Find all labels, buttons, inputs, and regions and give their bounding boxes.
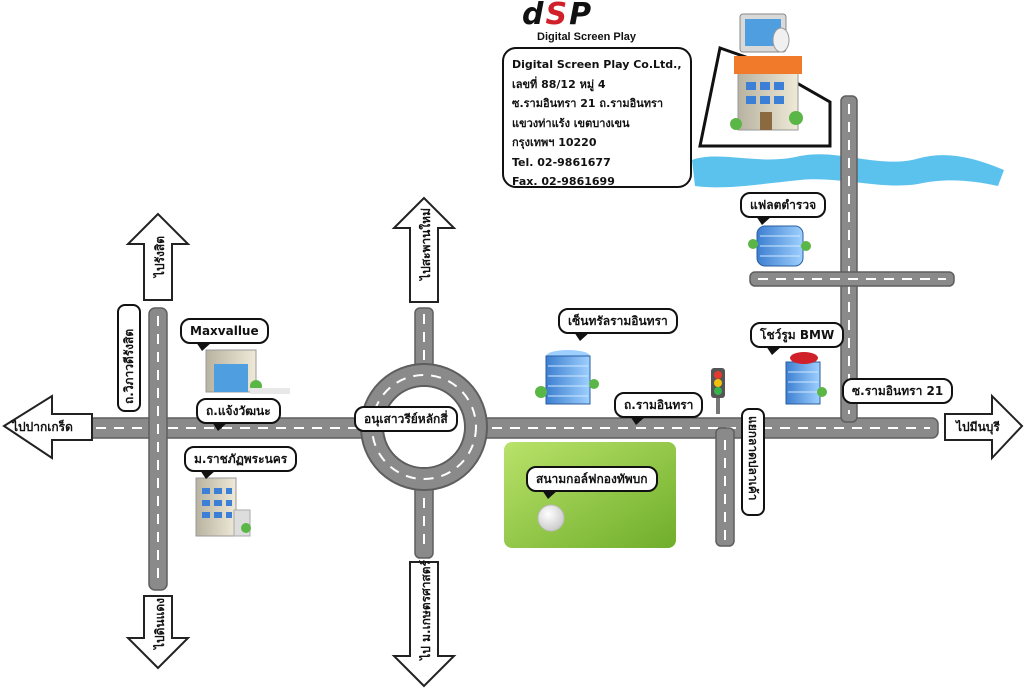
traffic-light-icon (711, 368, 725, 414)
direction-down-left: ไปดินแดง (153, 598, 167, 650)
address-line-4: กรุงเทพฯ 10220 (512, 136, 597, 149)
company-address-card: Digital Screen Play Co.Ltd., เลขที่ 88/1… (502, 47, 692, 188)
road-label-vibhavadi: ถ.วิภาวดีรังสิต (117, 304, 141, 412)
address-line-2: ซ.รามอินทรา 21 ถ.รามอินทรา (512, 97, 664, 110)
direction-up-left: ไปรังสิต (153, 236, 167, 278)
company-tel: Tel. 02-9861677 (512, 155, 611, 169)
landmark-label-rajabhat: ม.ราชภัฏพระนคร (184, 446, 298, 479)
direction-down-center: ไป ม.เกษตรศาสตร์ (419, 560, 433, 660)
company-building-icon (730, 13, 803, 131)
road-label-chaengwattana: ถ.แจ้งวัฒนะ (196, 398, 281, 431)
arrow-down-left (125, 595, 191, 670)
address-line-3: แขวงท่าแร้ง เขตบางเขน (512, 116, 630, 130)
police-flat-road (749, 271, 955, 287)
lat-pla-khao-road (715, 427, 735, 547)
landmark-label-police-flat: แฟลตตำรวจ (740, 192, 827, 225)
dsp-logo: dSP (522, 0, 594, 32)
direction-up-center: ไปสะพานใหม่ (419, 208, 433, 280)
landmark-label-bmw: โชว์รูม BMW (750, 322, 845, 355)
soi-ramintra21-road (840, 95, 858, 423)
company-fax: Fax. 02-9861699 (512, 175, 615, 188)
rajabhat-building-icon (195, 477, 251, 537)
landmark-label-monument: อนุเสาวรีย์หลักสี่ (354, 406, 458, 432)
police-flat-icon (748, 225, 811, 267)
arrow-down-center (391, 561, 457, 688)
maxvalue-building-icon (205, 349, 290, 394)
landmark-label-central: เซ็นทรัลรามอินทรา (558, 308, 678, 341)
arrow-up-left (125, 212, 191, 301)
arrow-up-center (391, 196, 457, 303)
direction-left: ไปปากเกร็ด (12, 420, 73, 434)
bmw-showroom-icon (785, 352, 827, 405)
company-name: Digital Screen Play Co.Ltd., (512, 58, 682, 71)
golf-course (504, 442, 676, 548)
landmark-label-maxvalue: Maxvallue (180, 318, 269, 351)
center-road-south (414, 475, 434, 559)
direction-right: ไปมีนบุรี (956, 420, 1000, 434)
arrow-right (944, 393, 1024, 461)
logo-subtitle: Digital Screen Play (537, 31, 637, 43)
vibhavadi-road (148, 307, 168, 591)
road-label-soi-ramintra21: ซ.รามอินทรา 21 (842, 378, 954, 404)
road-label-ramintra: ถ.รามอินทรา (614, 392, 704, 425)
golf-ball-icon (537, 504, 565, 532)
arrow-left (2, 394, 93, 460)
central-building-icon (535, 350, 599, 405)
road-label-lat-pla-khao: แยกลาดปลาเค้า (741, 408, 765, 516)
landmark-label-golf: สนามกอล์ฟกองทัพบก (526, 466, 658, 499)
address-line-1: เลขที่ 88/12 หมู่ 4 (512, 77, 606, 91)
